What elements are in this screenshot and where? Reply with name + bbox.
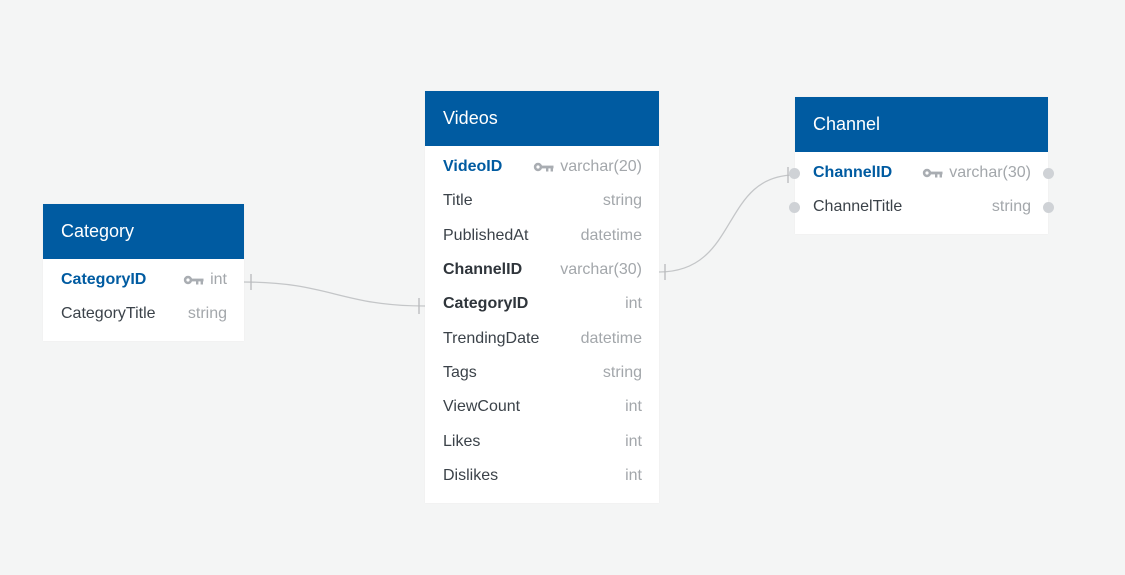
relation-videos-channel[interactable] (658, 174, 796, 273)
column-name: CategoryID (61, 271, 147, 289)
key-icon (183, 275, 204, 285)
column-row[interactable]: CategoryID int (425, 287, 659, 321)
key-icon (922, 168, 943, 178)
column-row[interactable]: Tags string (425, 356, 659, 390)
column-name: Title (443, 192, 473, 210)
column-name: VideoID (443, 158, 503, 176)
table-category-header[interactable]: Category (43, 204, 244, 259)
column-type-cell: varchar(30) (922, 164, 1031, 182)
column-type: datetime (580, 329, 642, 347)
column-row[interactable]: CategoryTitle string (43, 297, 244, 331)
column-row[interactable]: PublishedAt datetime (425, 219, 659, 253)
column-type: int (625, 466, 642, 484)
column-type-cell: int (183, 271, 227, 289)
table-videos-header[interactable]: Videos (425, 91, 659, 146)
column-name: PublishedAt (443, 226, 529, 244)
column-type: string (187, 305, 227, 323)
column-type: string (991, 198, 1031, 216)
column-name: ViewCount (443, 398, 521, 416)
connector-dot[interactable] (789, 167, 800, 179)
column-type: int (625, 398, 642, 416)
column-row[interactable]: TrendingDate datetime (425, 321, 659, 355)
table-channel-header[interactable]: Channel (795, 97, 1048, 152)
table-videos[interactable]: Videos VideoID varchar(20) Title string … (425, 91, 659, 503)
column-name: Dislikes (443, 466, 499, 484)
connector-dot[interactable] (1043, 167, 1054, 179)
column-type: string (602, 363, 642, 381)
column-row[interactable]: ChannelTitle string (789, 190, 1054, 224)
column-row[interactable]: ChannelID varchar(30) (789, 156, 1054, 190)
column-type: int (210, 271, 227, 289)
column-name: TrendingDate (443, 329, 540, 347)
column-row[interactable]: CategoryID int (43, 263, 244, 297)
column-row[interactable]: ViewCount int (425, 390, 659, 424)
column-name: CategoryID (443, 295, 529, 313)
column-row[interactable]: Dislikes int (425, 459, 659, 493)
column-row[interactable]: VideoID varchar(20) (425, 150, 659, 184)
column-row[interactable]: Likes int (425, 424, 659, 458)
table-channel[interactable]: Channel ChannelID varchar(30) ChannelTit… (789, 97, 1054, 234)
column-name: ChannelID (443, 261, 523, 279)
key-icon (533, 162, 554, 172)
column-type: int (625, 432, 642, 450)
column-name: CategoryTitle (61, 305, 156, 323)
column-name: ChannelTitle (813, 198, 903, 216)
column-name: ChannelID (813, 164, 893, 182)
table-category[interactable]: Category CategoryID int CategoryTitle st… (43, 204, 244, 341)
column-type: datetime (580, 226, 642, 244)
column-type-cell: varchar(20) (533, 158, 642, 176)
connector-dot[interactable] (789, 201, 800, 213)
relation-category-videos[interactable] (242, 281, 426, 307)
column-type: varchar(30) (949, 164, 1031, 182)
connector-dot[interactable] (1043, 201, 1054, 213)
column-type: string (602, 192, 642, 210)
column-name: Tags (443, 363, 477, 381)
column-row[interactable]: ChannelID varchar(30) (425, 253, 659, 287)
column-type: varchar(30) (560, 261, 642, 279)
column-type: int (625, 295, 642, 313)
column-name: Likes (443, 432, 481, 450)
column-row[interactable]: Title string (425, 184, 659, 218)
column-type: varchar(20) (560, 158, 642, 176)
